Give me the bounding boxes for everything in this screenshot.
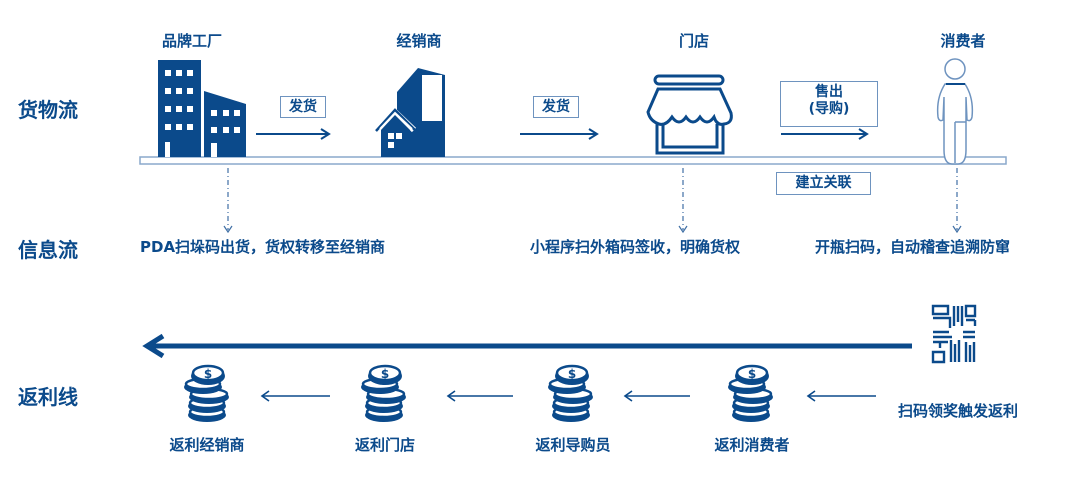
rebate-label-shopping-guide: 返利导购员 [535, 436, 611, 454]
ship-label-2: 发货 [533, 96, 579, 118]
row-label-rebate-line: 返利线 [18, 385, 78, 409]
ship-label-1: 发货 [280, 96, 326, 118]
sell-label-line1: 售出 [815, 84, 843, 100]
rebate-label-store: 返利门店 [354, 436, 416, 454]
qr-code-icon [931, 304, 977, 364]
coin-stack-icon: $ [184, 364, 229, 422]
info-connector-consumer [952, 168, 962, 234]
link-label: 建立关联 [776, 172, 871, 195]
rebate-flow-arrow [806, 390, 876, 402]
sell-label: 售出 (导购) [780, 81, 878, 127]
store-icon [646, 74, 733, 155]
person-icon [936, 58, 974, 165]
distributor-building-icon [375, 68, 445, 157]
info-connector-store [678, 168, 688, 234]
row-label-goods-flow: 货物流 [18, 98, 78, 122]
node-title-consumer: 消费者 [940, 32, 986, 50]
dollar-sign: $ [748, 367, 756, 381]
coin-stack-icon: $ [361, 364, 406, 422]
rebate-flow-arrow [623, 390, 690, 402]
rebate-label-consumer: 返利消费者 [714, 436, 790, 454]
factory-icon [158, 60, 246, 157]
goods-flow-baseline [139, 156, 1007, 165]
row-label-info-flow: 信息流 [18, 238, 78, 262]
rebate-flow-arrow [446, 390, 513, 402]
coin-stack-icon: $ [548, 364, 593, 422]
info-connector-factory [223, 168, 233, 234]
rebate-main-arrow [142, 333, 912, 359]
node-title-distributor: 经销商 [396, 32, 442, 50]
dollar-sign: $ [381, 367, 389, 381]
coin-stack-icon: $ [728, 364, 773, 422]
node-title-store: 门店 [678, 32, 710, 50]
sell-arrow [781, 128, 869, 140]
ship-arrow-2 [520, 128, 599, 140]
info-text-consumer: 开瓶扫码，自动稽查追溯防窜 [815, 238, 1011, 256]
dollar-sign: $ [204, 367, 212, 381]
rebate-trigger-label: 扫码领奖触发返利 [897, 402, 1019, 420]
node-title-brand-factory: 品牌工厂 [161, 32, 223, 50]
rebate-label-distributor: 返利经销商 [169, 436, 245, 454]
rebate-flow-arrow [260, 390, 330, 402]
ship-arrow-1 [256, 128, 331, 140]
info-text-store: 小程序扫外箱码签收，明确货权 [530, 238, 741, 256]
sell-label-line2: (导购) [808, 100, 850, 117]
dollar-sign: $ [568, 367, 576, 381]
info-text-factory: PDA扫垛码出货，货权转移至经销商 [140, 238, 386, 256]
